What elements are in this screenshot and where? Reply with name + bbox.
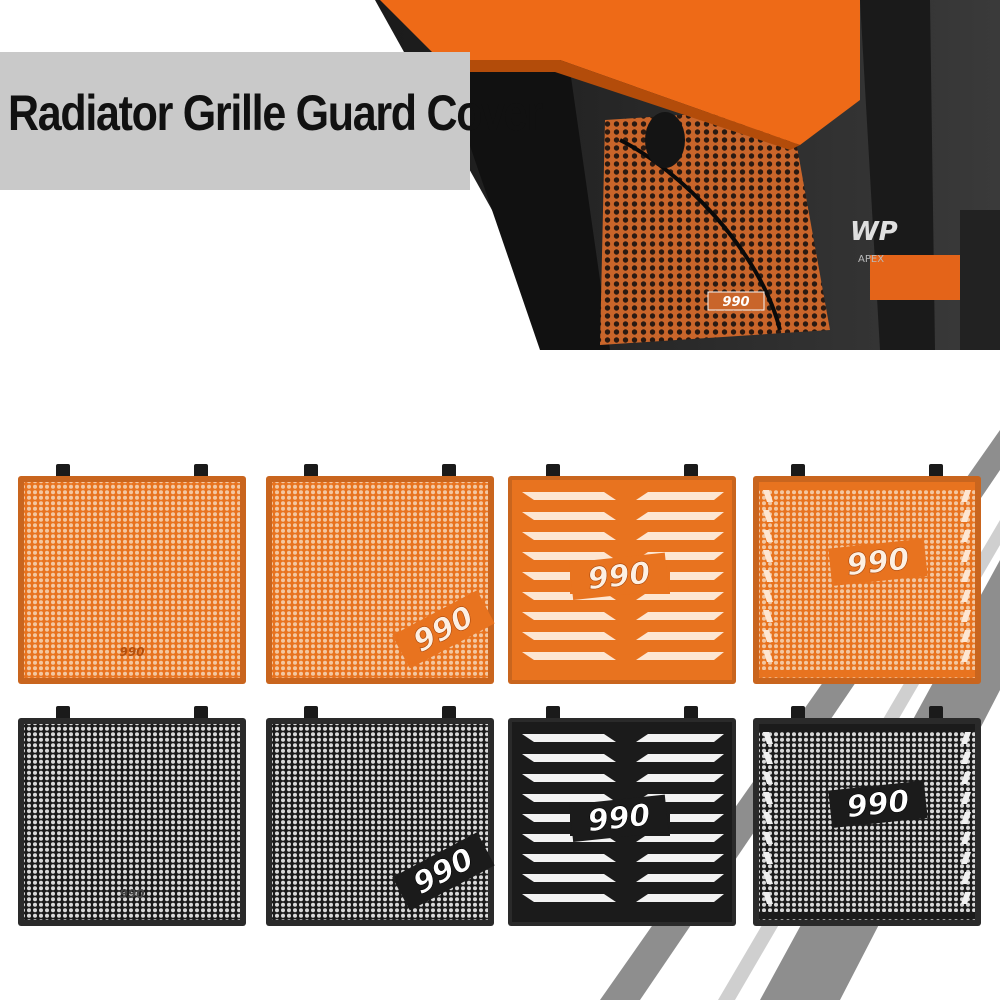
slat xyxy=(763,832,773,844)
slat xyxy=(961,550,971,562)
slat xyxy=(763,490,773,502)
slat xyxy=(961,650,971,662)
guard-model-label: 990 xyxy=(586,556,652,597)
slat xyxy=(522,552,616,560)
slat xyxy=(636,894,724,902)
slat xyxy=(961,530,971,542)
slat xyxy=(961,872,971,884)
slat xyxy=(522,774,616,782)
radiator-grille xyxy=(600,108,830,345)
svg-text:990: 990 xyxy=(722,295,749,310)
radiator-guard-black-mesh-slat-frame: 990 xyxy=(749,704,985,932)
logo-plate xyxy=(828,780,928,828)
logo-plate xyxy=(828,538,928,586)
slat xyxy=(522,652,616,660)
slat xyxy=(961,510,971,522)
slat xyxy=(636,734,724,742)
slat xyxy=(763,550,773,562)
svg-text:WP: WP xyxy=(850,217,898,247)
radiator-guard-orange-mesh-slat-frame: 990 xyxy=(749,462,985,690)
slat xyxy=(961,590,971,602)
radiator-guard-orange-mesh-diagonal-logo: 990 xyxy=(262,462,498,690)
radiator-hose xyxy=(619,138,782,331)
logo-plate xyxy=(569,552,669,600)
slat xyxy=(961,832,971,844)
slat xyxy=(763,892,773,904)
slat xyxy=(636,774,724,782)
slat xyxy=(636,874,724,882)
radiator-guard-black-mesh: 990 xyxy=(14,704,250,932)
slat xyxy=(636,652,724,660)
slat xyxy=(961,570,971,582)
slat xyxy=(961,752,971,764)
slat xyxy=(522,734,616,742)
guard-mesh xyxy=(24,724,240,920)
slat xyxy=(636,532,724,540)
slat xyxy=(636,492,724,500)
slat xyxy=(763,630,773,642)
slat xyxy=(763,872,773,884)
guard-mesh xyxy=(24,482,240,678)
guard-model-label: 990 xyxy=(845,784,911,825)
slat xyxy=(763,590,773,602)
guard-mesh xyxy=(272,724,488,920)
guard-model-label: 990 xyxy=(586,798,652,839)
slat xyxy=(522,874,616,882)
slat xyxy=(522,612,616,620)
guard-mesh xyxy=(272,482,488,678)
slat xyxy=(522,894,616,902)
guard-model-label: 990 xyxy=(119,645,144,659)
slat xyxy=(961,490,971,502)
slat xyxy=(522,512,616,520)
grille-badge xyxy=(707,291,765,311)
svg-text:APEX: APEX xyxy=(858,254,884,265)
slat xyxy=(763,752,773,764)
slat xyxy=(961,812,971,824)
radiator-guard-black-mesh-diagonal-logo: 990 xyxy=(262,704,498,932)
title-banner xyxy=(0,52,470,190)
logo-plate xyxy=(569,794,669,842)
slat xyxy=(763,610,773,622)
radiator-guard-orange-mesh: 990 xyxy=(14,462,250,690)
guard-model-label: 990 xyxy=(845,542,911,583)
slat xyxy=(961,610,971,622)
logo-plate xyxy=(392,832,495,911)
slat xyxy=(636,612,724,620)
slat xyxy=(763,852,773,864)
slat xyxy=(522,754,616,762)
slat xyxy=(961,852,971,864)
slat xyxy=(961,630,971,642)
slat xyxy=(522,532,616,540)
slat xyxy=(636,512,724,520)
slat xyxy=(763,570,773,582)
slat xyxy=(522,492,616,500)
radiator-guard-black-slats-v: 990 xyxy=(504,704,740,932)
orange-fairing xyxy=(380,0,860,145)
page-title: Radiator Grille Guard Cover xyxy=(8,85,543,141)
slat xyxy=(636,632,724,640)
slat xyxy=(763,530,773,542)
slat xyxy=(522,854,616,862)
slat xyxy=(961,792,971,804)
slat xyxy=(961,732,971,744)
slat xyxy=(763,792,773,804)
radiator-guard-orange-slats-v: 990 xyxy=(504,462,740,690)
slat xyxy=(763,510,773,522)
slat xyxy=(636,754,724,762)
slat xyxy=(961,772,971,784)
guard-model-label: 990 xyxy=(119,887,144,901)
slat xyxy=(961,892,971,904)
slat xyxy=(522,794,616,802)
slat xyxy=(763,772,773,784)
slat xyxy=(763,812,773,824)
slat xyxy=(763,732,773,744)
logo-plate xyxy=(392,590,495,669)
slat xyxy=(522,632,616,640)
slat xyxy=(763,650,773,662)
slat xyxy=(636,854,724,862)
